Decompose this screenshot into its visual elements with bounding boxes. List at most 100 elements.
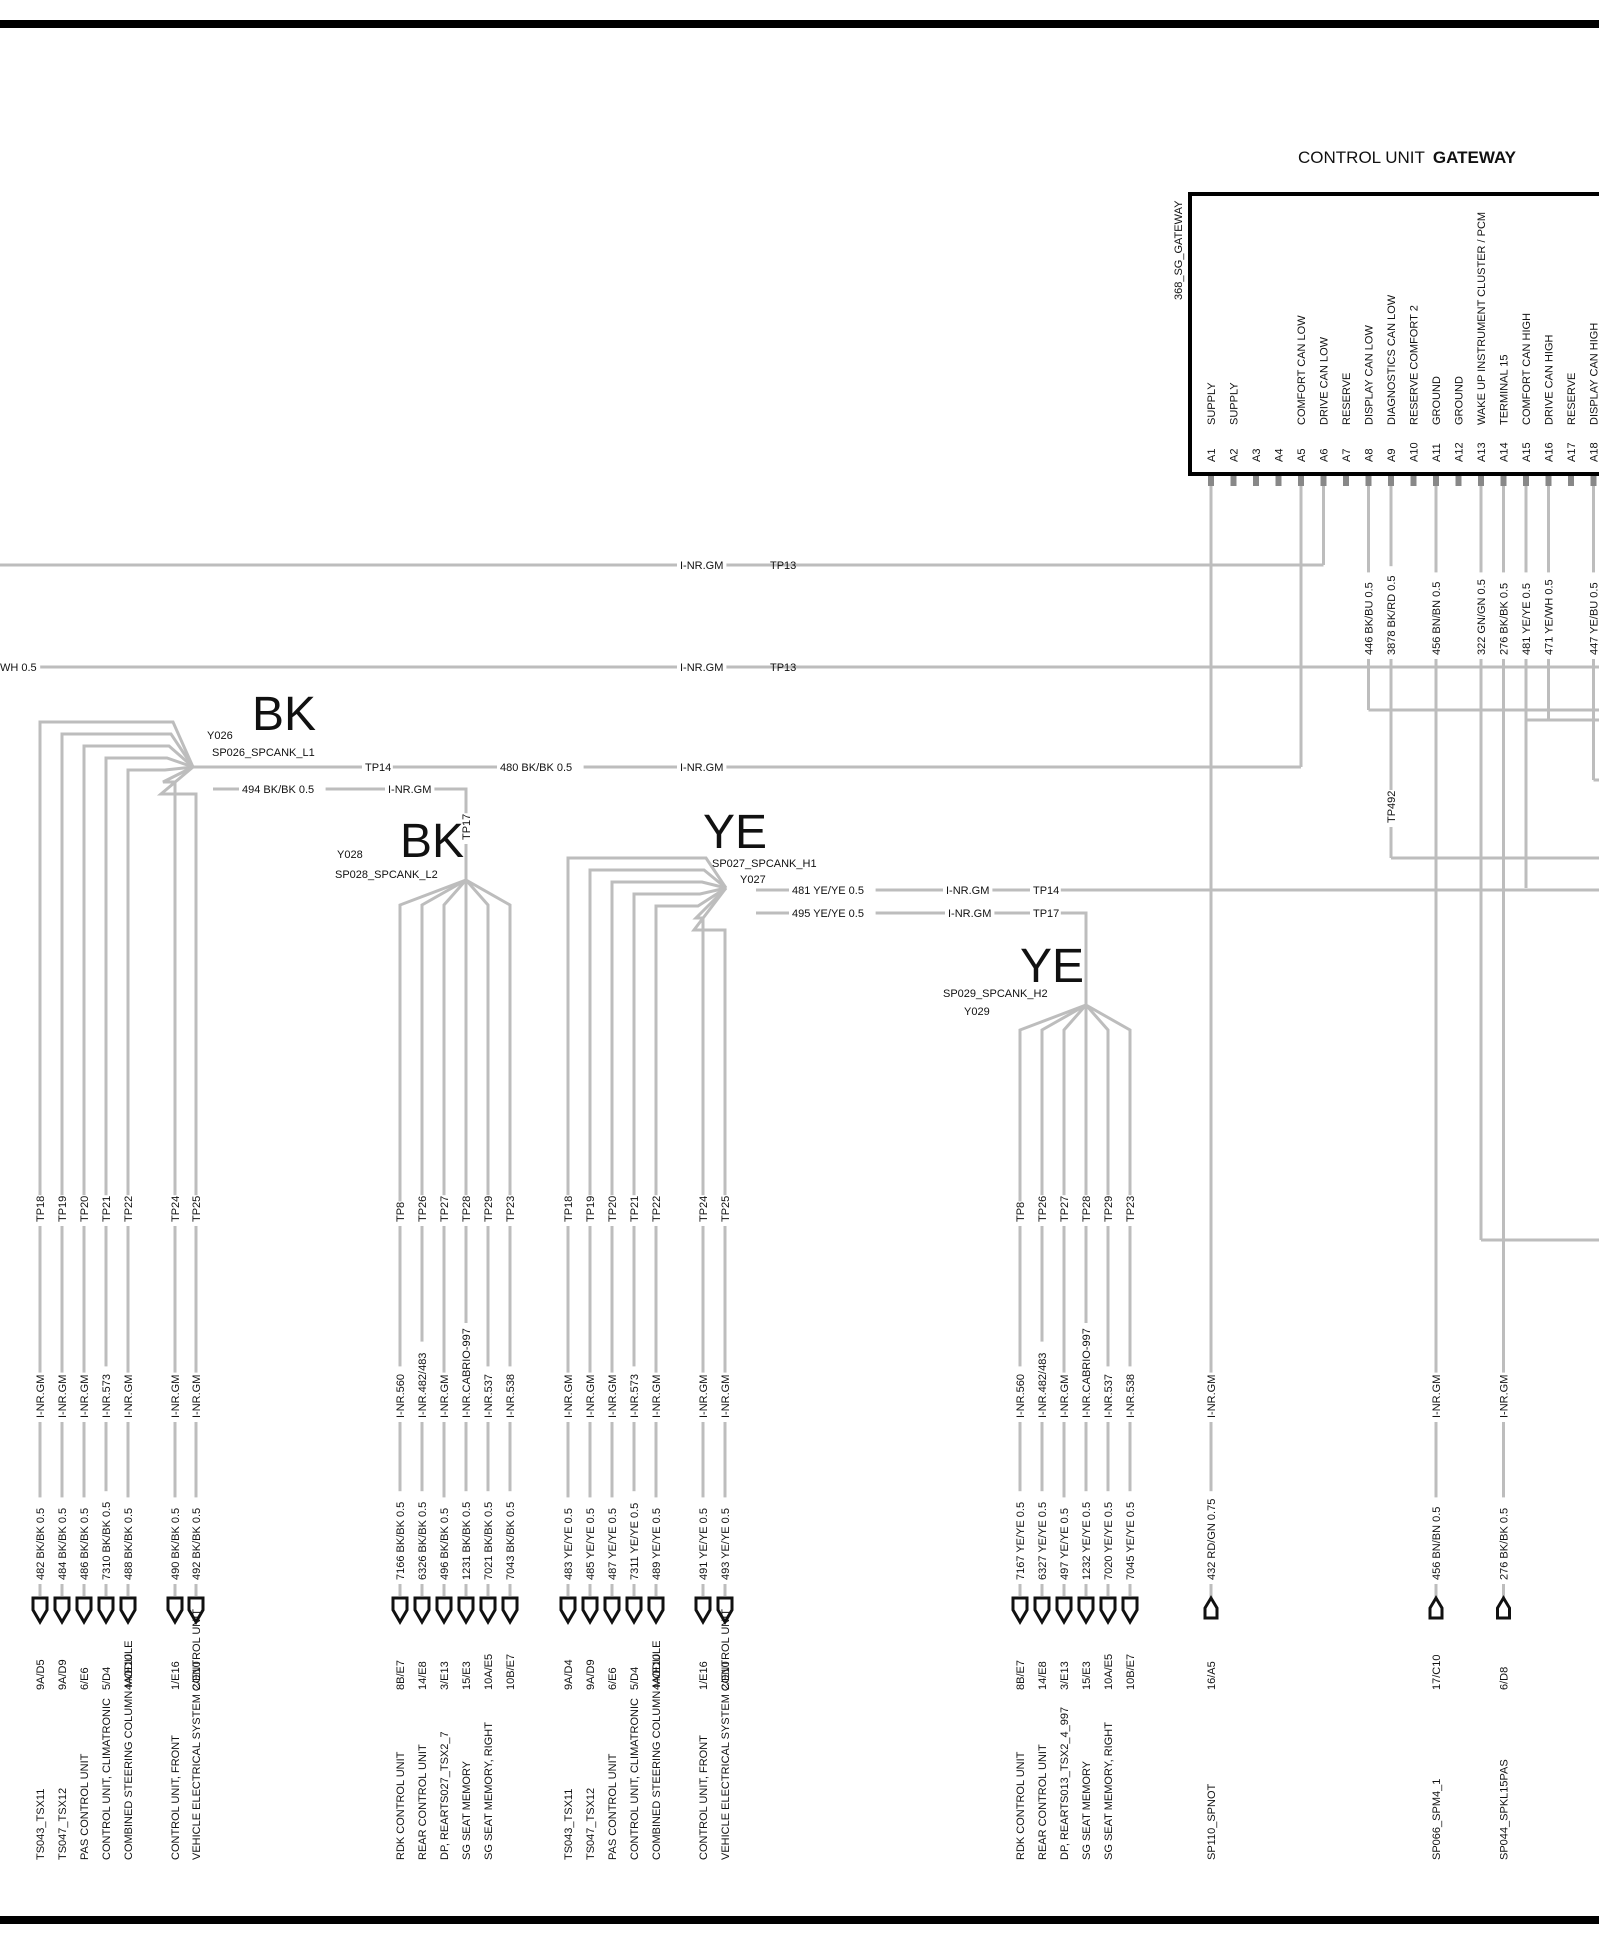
splice-name: SP029_SPCANK_H2: [943, 988, 1048, 1000]
wire-code: I-NR.GM: [563, 1375, 575, 1418]
ref-label: 6/E6: [79, 1667, 91, 1690]
pin-label: DRIVE CAN HIGH: [1544, 334, 1556, 425]
pin-number: A13: [1476, 442, 1488, 462]
wire-label: 490 BK/BK 0.5: [170, 1508, 182, 1580]
wire-code: I-NR.GM: [1499, 1375, 1511, 1418]
wire-label: 6327 YE/YE 0.5: [1037, 1502, 1049, 1580]
label-bg: [1522, 572, 1533, 659]
destination-label: SP110_SPNOT: [1206, 1783, 1218, 1860]
label-bg: [484, 1491, 495, 1584]
ref-label: 1/E16: [170, 1661, 182, 1690]
pin-label: RESERVE: [1341, 373, 1353, 425]
splice-id: Y029: [964, 1006, 990, 1018]
destination-label: DP, REARTS013_TSX2_4_997: [1059, 1707, 1071, 1860]
connector-icon: [1428, 1595, 1444, 1620]
connector-icon: [391, 1596, 409, 1625]
fan-wire: [566, 856, 728, 1596]
connector-icon: [435, 1596, 453, 1625]
ref-label: 2/E10: [720, 1661, 732, 1690]
pin-label: DISPLAY CAN HIGH: [1589, 323, 1599, 425]
label-bg: [1030, 907, 1061, 920]
test-point: TP25: [720, 1196, 732, 1222]
label-bg: [630, 1366, 641, 1422]
destination-label: CONTROL UNIT, FRONT: [698, 1735, 710, 1860]
ref-label: 8B/E7: [395, 1660, 407, 1690]
label-bg: [1126, 1195, 1137, 1226]
pin-number: A17: [1566, 442, 1578, 462]
connector-icon: [1496, 1595, 1511, 1620]
connector-icon: [625, 1596, 643, 1625]
destination-label: TS047_TSX12: [57, 1788, 69, 1860]
wire-label: 496 BK/BK 0.5: [439, 1508, 451, 1580]
ref-label: 10A/E5: [483, 1654, 495, 1690]
test-point: TP24: [698, 1196, 710, 1222]
test-point: TP13: [770, 560, 796, 572]
pin-stub: [1500, 476, 1507, 486]
label-bg: [1038, 1195, 1049, 1226]
splice-id: Y026: [207, 730, 233, 742]
destination-label: TS047_TSX12: [585, 1788, 597, 1860]
destination-label: VEHICLE ELECTRICAL SYSTEM CONTROL UNIT: [720, 1609, 732, 1860]
test-point: TP21: [629, 1196, 641, 1222]
wire-code: I-NR.482/483: [1037, 1353, 1049, 1418]
destination-label: PAS CONTROL UNIT: [79, 1753, 91, 1860]
label-bg: [721, 1372, 732, 1422]
label-bg: [506, 1195, 517, 1226]
test-point: TP18: [35, 1196, 47, 1222]
fan-wire: [398, 878, 467, 1596]
destination-label: SG SEAT MEMORY, RIGHT: [483, 1722, 495, 1860]
wire-label: 7311 YE/YE 0.5: [629, 1503, 641, 1580]
splice-color-label: YE: [703, 806, 767, 859]
wire-code: I-NR.GM: [720, 1375, 732, 1418]
pin-label: RESERVE COMFORT 2: [1409, 305, 1421, 425]
label-bg: [677, 661, 727, 674]
label-bg: [564, 1497, 575, 1584]
destination-label: CONTROL UNIT, CLIMATRONIC: [629, 1698, 641, 1860]
wire-label: 484 BK/BK 0.5: [57, 1508, 69, 1580]
pin-stub: [1388, 476, 1394, 486]
connector-icon: [1203, 1595, 1219, 1620]
ref-label: 8B/E7: [1015, 1660, 1027, 1690]
wire-code: I-NR.573: [101, 1374, 113, 1418]
fan-wire: [654, 886, 727, 1596]
label-bg: [1060, 1195, 1071, 1226]
wire-label: 492 BK/BK 0.5: [191, 1508, 203, 1580]
test-point: TP28: [461, 1196, 473, 1222]
wire-code: I-NR.573: [629, 1374, 641, 1418]
test-point: TP29: [1103, 1196, 1115, 1222]
label-bg: [608, 1195, 619, 1226]
label-bg: [171, 1497, 182, 1584]
label-bg: [699, 1497, 710, 1584]
ref-label: 15/E3: [1081, 1661, 1093, 1690]
pin-label: GROUND: [1454, 376, 1466, 425]
wire-label: 276 BK/BK 0.5: [1499, 1508, 1511, 1580]
ref-label: 6/E6: [607, 1667, 619, 1690]
wire-code: I-NR.GM: [607, 1375, 619, 1418]
label-bg: [1104, 1491, 1115, 1584]
wire-code: I-NR.538: [505, 1374, 517, 1418]
wire-code: I-NR.GM: [57, 1375, 69, 1418]
splice-name: SP028_SPCANK_L2: [335, 869, 438, 881]
ref-label: 4A/E10: [123, 1654, 135, 1690]
label-bg: [789, 907, 876, 920]
test-point: TP492: [1386, 791, 1398, 823]
wire-code: I-NR.GM: [439, 1375, 451, 1418]
label-bg: [462, 1195, 473, 1226]
label-bg: [945, 907, 995, 920]
label-bg: [1477, 572, 1488, 659]
pin-number: A15: [1521, 442, 1533, 462]
test-point: TP24: [170, 1196, 182, 1222]
label-bg: [1544, 572, 1556, 659]
fan-wire: [442, 879, 468, 1596]
pin-stub: [1298, 476, 1304, 486]
test-point: TP22: [123, 1196, 135, 1222]
ref-label: 5/D4: [101, 1667, 113, 1690]
label-bg: [721, 1195, 732, 1226]
fan-wire: [588, 868, 727, 1596]
pin-label: RESERVE: [1566, 373, 1578, 425]
wire-code: I-NR.GM: [388, 784, 431, 796]
pin-stub: [1590, 476, 1597, 486]
ref-label: 10B/E7: [505, 1654, 517, 1690]
wire-code: I-NR.GM: [680, 560, 723, 572]
